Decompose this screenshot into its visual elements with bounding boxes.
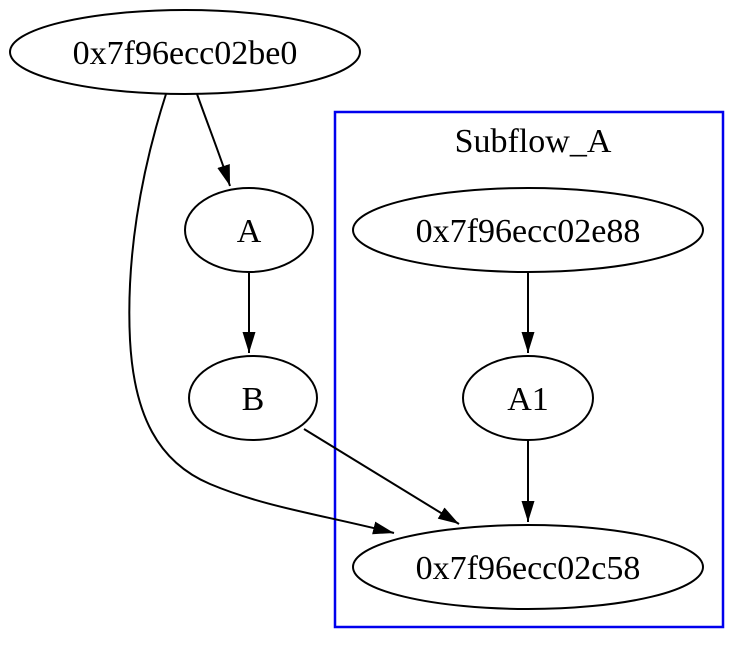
- node-a-ellipse: [184, 187, 314, 273]
- node-a1-ellipse: [462, 355, 594, 441]
- node-c58: 0x7f96ecc02c58: [352, 524, 704, 610]
- node-b-ellipse: [188, 355, 318, 441]
- node-b-label: B: [242, 381, 265, 418]
- edge-root-to-a: [196, 93, 231, 187]
- node-root-label: 0x7f96ecc02be0: [73, 35, 298, 72]
- subflow-a-boundary: [333, 110, 725, 629]
- node-e88-label: 0x7f96ecc02e88: [416, 213, 641, 250]
- node-c58-label: 0x7f96ecc02c58: [416, 550, 641, 587]
- node-a: A: [184, 187, 314, 273]
- node-c58-ellipse: [352, 524, 704, 610]
- node-e88: 0x7f96ecc02e88: [352, 187, 704, 273]
- node-a1: A1: [462, 355, 594, 441]
- node-root-ellipse: [9, 9, 361, 95]
- edge-root-to-c58: [128, 93, 395, 535]
- edge-b-to-c58: [303, 428, 460, 525]
- node-e88-ellipse: [352, 187, 704, 273]
- subflow-a-label: Subflow_A: [455, 123, 612, 160]
- node-b: B: [188, 355, 318, 441]
- node-root: 0x7f96ecc02be0: [9, 9, 361, 95]
- node-a-label: A: [237, 213, 262, 250]
- node-a1-label: A1: [507, 381, 549, 418]
